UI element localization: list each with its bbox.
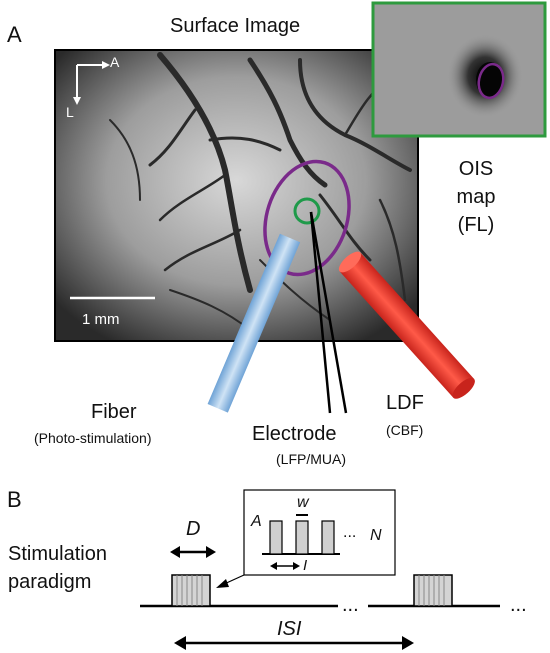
axis-l-label: L	[66, 104, 74, 120]
duration-arrow	[170, 546, 216, 558]
ois-label-line2: map	[456, 186, 496, 208]
ldf-label: LDF	[386, 392, 424, 414]
axis-a-label: A	[110, 54, 120, 70]
isi-label: ISI	[277, 618, 302, 640]
fiber-label: Fiber	[91, 401, 137, 423]
fiber-sublabel: (Photo-stimulation)	[34, 430, 152, 446]
isi-arrow	[174, 636, 414, 650]
pulse-count-label: N	[370, 527, 382, 544]
ldf-probe	[338, 251, 475, 399]
stimulus-block-2	[413, 574, 453, 607]
activation-roi-ellipse	[263, 159, 351, 277]
blood-vessels	[109, 52, 412, 331]
ois-roi-ellipse	[477, 62, 505, 100]
timeline-ellipsis-1: ...	[342, 594, 359, 616]
electrode-label: Electrode	[252, 423, 337, 445]
ois-map-label: OIS map (FL)	[446, 155, 506, 239]
electrode-sublabel: (LFP/MUA)	[276, 451, 346, 467]
surface-image	[54, 49, 419, 342]
fiber-optic	[207, 233, 301, 413]
electrode	[309, 211, 348, 414]
stim-label-line1: Stimulation	[8, 543, 107, 565]
inset-ellipsis: ...	[343, 524, 357, 541]
orientation-axes	[73, 61, 110, 105]
timeline-ellipsis-2: ...	[510, 594, 527, 616]
pulse-train-inset	[216, 489, 396, 588]
stimulation-paradigm-label: Stimulation paradigm	[8, 540, 107, 596]
surface-image-title: Surface Image	[170, 15, 301, 37]
pulse-width-label: w	[297, 494, 309, 511]
interval-label: I	[303, 557, 308, 574]
amplitude-label: A	[251, 513, 262, 530]
ldf-sublabel: (CBF)	[386, 422, 424, 438]
stim-label-line2: paradigm	[8, 571, 92, 593]
ois-label-line3: (FL)	[457, 214, 495, 236]
ois-label-line1: OIS	[458, 158, 494, 180]
ois-map-inset	[371, 1, 547, 138]
stimulus-block-1	[171, 574, 211, 607]
duration-label: D	[186, 518, 201, 540]
panel-a-letter: A	[7, 22, 22, 47]
scale-bar-label: 1 mm	[82, 311, 120, 328]
electrode-roi-circle	[293, 197, 321, 225]
panel-b-letter: B	[7, 487, 22, 512]
